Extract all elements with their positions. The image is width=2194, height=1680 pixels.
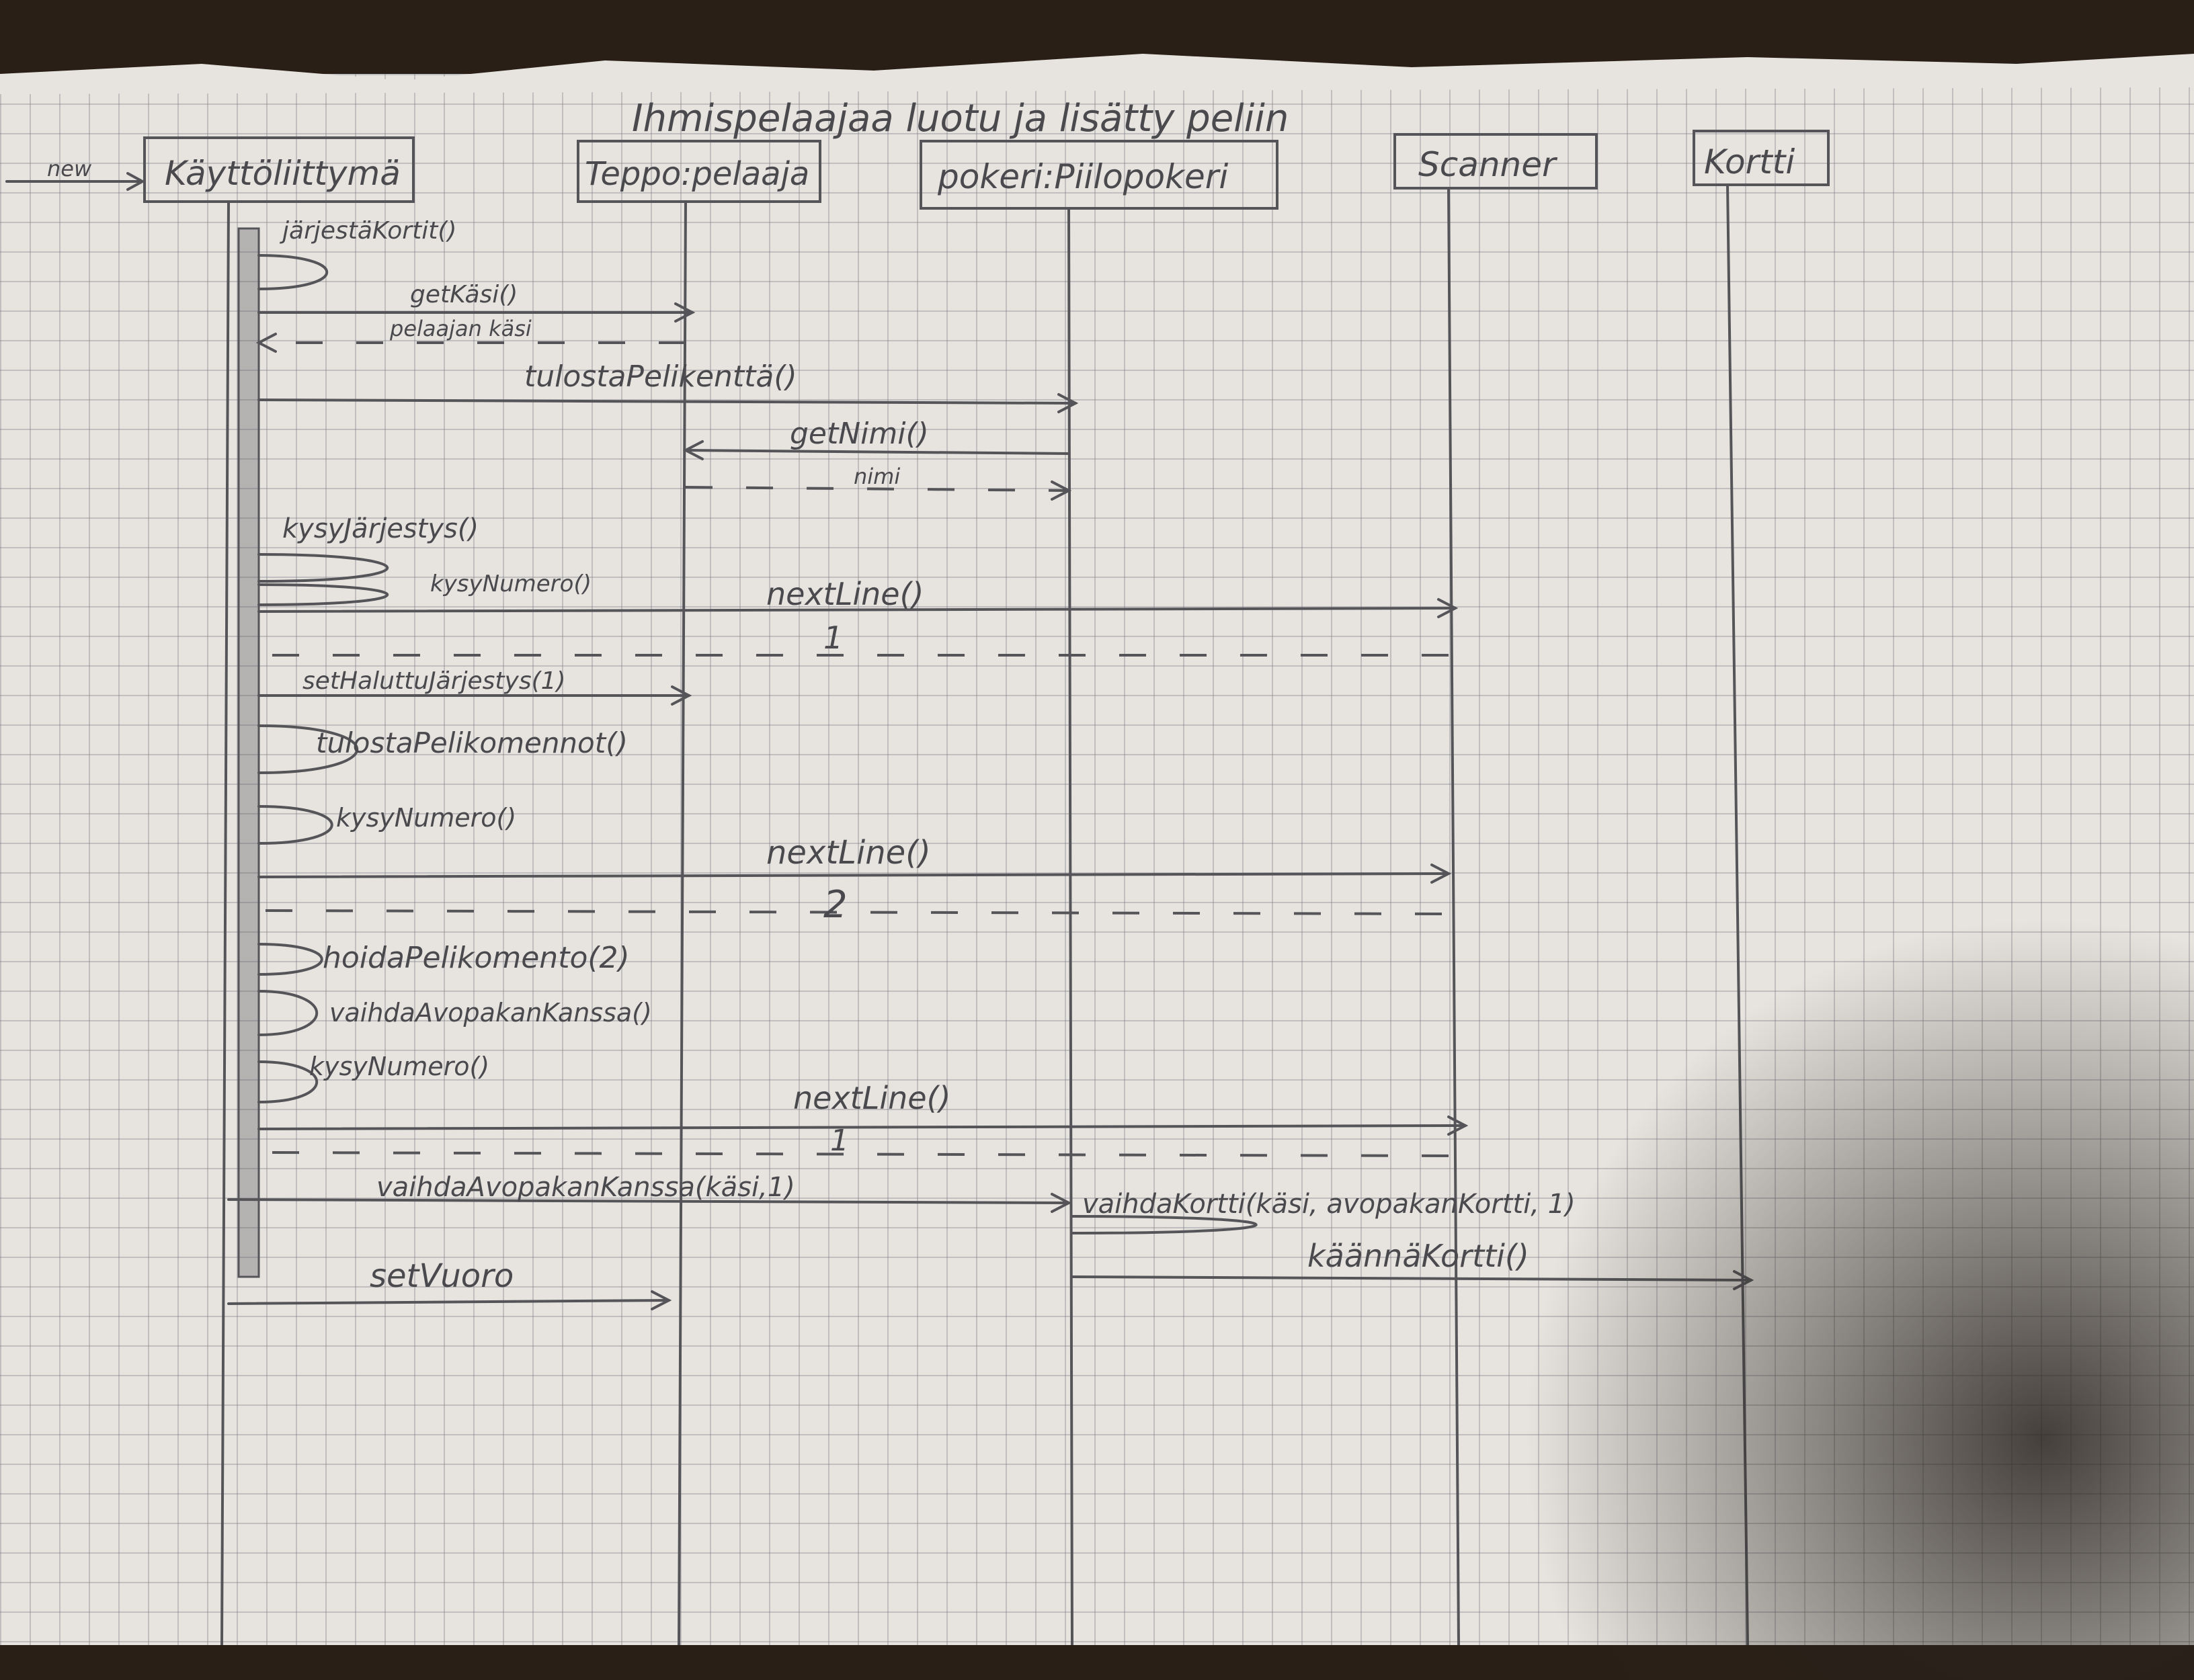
message-label: nimi [854,464,900,489]
lifeline-scanner [1447,187,1460,1645]
self-call-arrow [257,583,389,606]
participant-label: Kortti [1704,142,1795,181]
message-label: tulostaPelikomennot() [316,726,628,759]
self-call-arrow [257,805,333,845]
message-label: järjestäKortit() [279,217,456,245]
message-label: pelaajan käsi [389,316,532,341]
call-arrow [257,607,1457,613]
message-label: 1 [823,620,843,656]
self-call-arrow [257,990,319,1036]
call-arrow [257,1124,1467,1130]
return-arrow [258,909,1443,915]
participant-label: Käyttöliittymä [165,154,401,193]
participant-label: Teppo:pelaaja [585,155,809,193]
new-label: new [47,156,92,181]
participant-teppo: Teppo:pelaaja [577,140,821,203]
call-arrow [257,872,1450,878]
participant-scanner: Scanner [1393,133,1598,190]
message-label: kysyJärjestys() [282,513,479,544]
message-label: kysyNumero() [430,571,592,597]
return-arrow [685,486,1069,492]
message-label: nextLine() [766,576,924,612]
message-label: nextLine() [793,1080,950,1116]
torn-edge [0,54,2194,94]
lifeline-pokeri [1067,207,1073,1645]
graph-paper [0,74,2194,1645]
self-call-arrow [257,553,389,583]
message-label: getKäsi() [410,281,518,308]
call-arrow [227,1299,670,1305]
call-arrow [227,1198,1070,1204]
participant-label: Scanner [1418,145,1558,184]
activation-bar-ui [237,227,260,1278]
return-arrow [258,1151,1449,1157]
participant-pokeri: pokeri:Piilopokeri [920,140,1278,210]
message-label: kysyNumero() [336,803,516,833]
call-arrow [257,398,1077,405]
message-label: setVuoro [370,1257,514,1295]
message-label: hoidaPelikomento(2) [323,941,630,975]
message-label: 2 [823,883,848,927]
call-arrow [684,449,1070,455]
self-call-arrow [257,1060,319,1103]
message-label: kysyNumero() [309,1052,489,1081]
new-arrow-head [126,172,146,191]
lifeline-teppo [678,200,687,1645]
self-call-arrow [1071,1215,1258,1234]
message-label: vaihdaAvopakanKanssa() [329,998,652,1027]
message-label: getNimi() [790,417,929,451]
message-label: setHaluttuJärjestys(1) [302,667,566,695]
hand-shadow [1479,874,2194,1680]
self-call-arrow [257,254,329,290]
participant-kortti: Kortti [1693,130,1830,186]
photo-of-sketch: Ihmispelaajaa luotu ja lisätty peliin ne… [0,54,2194,1680]
lifeline-ui [220,200,230,1645]
diagram-title: Ihmispelaajaa luotu ja lisätty peliin [632,97,1289,140]
participant-ui: Käyttöliittymä [143,136,415,203]
self-call-arrow [257,943,323,976]
message-label: nextLine() [766,834,931,872]
message-label: 1 [830,1124,849,1158]
message-label: tulostaPelikenttä() [524,360,797,394]
self-call-arrow [257,724,359,774]
message-label: vaihdaAvopakanKanssa(käsi,1) [376,1172,795,1203]
participant-label: pokeri:Piilopokeri [937,157,1228,196]
